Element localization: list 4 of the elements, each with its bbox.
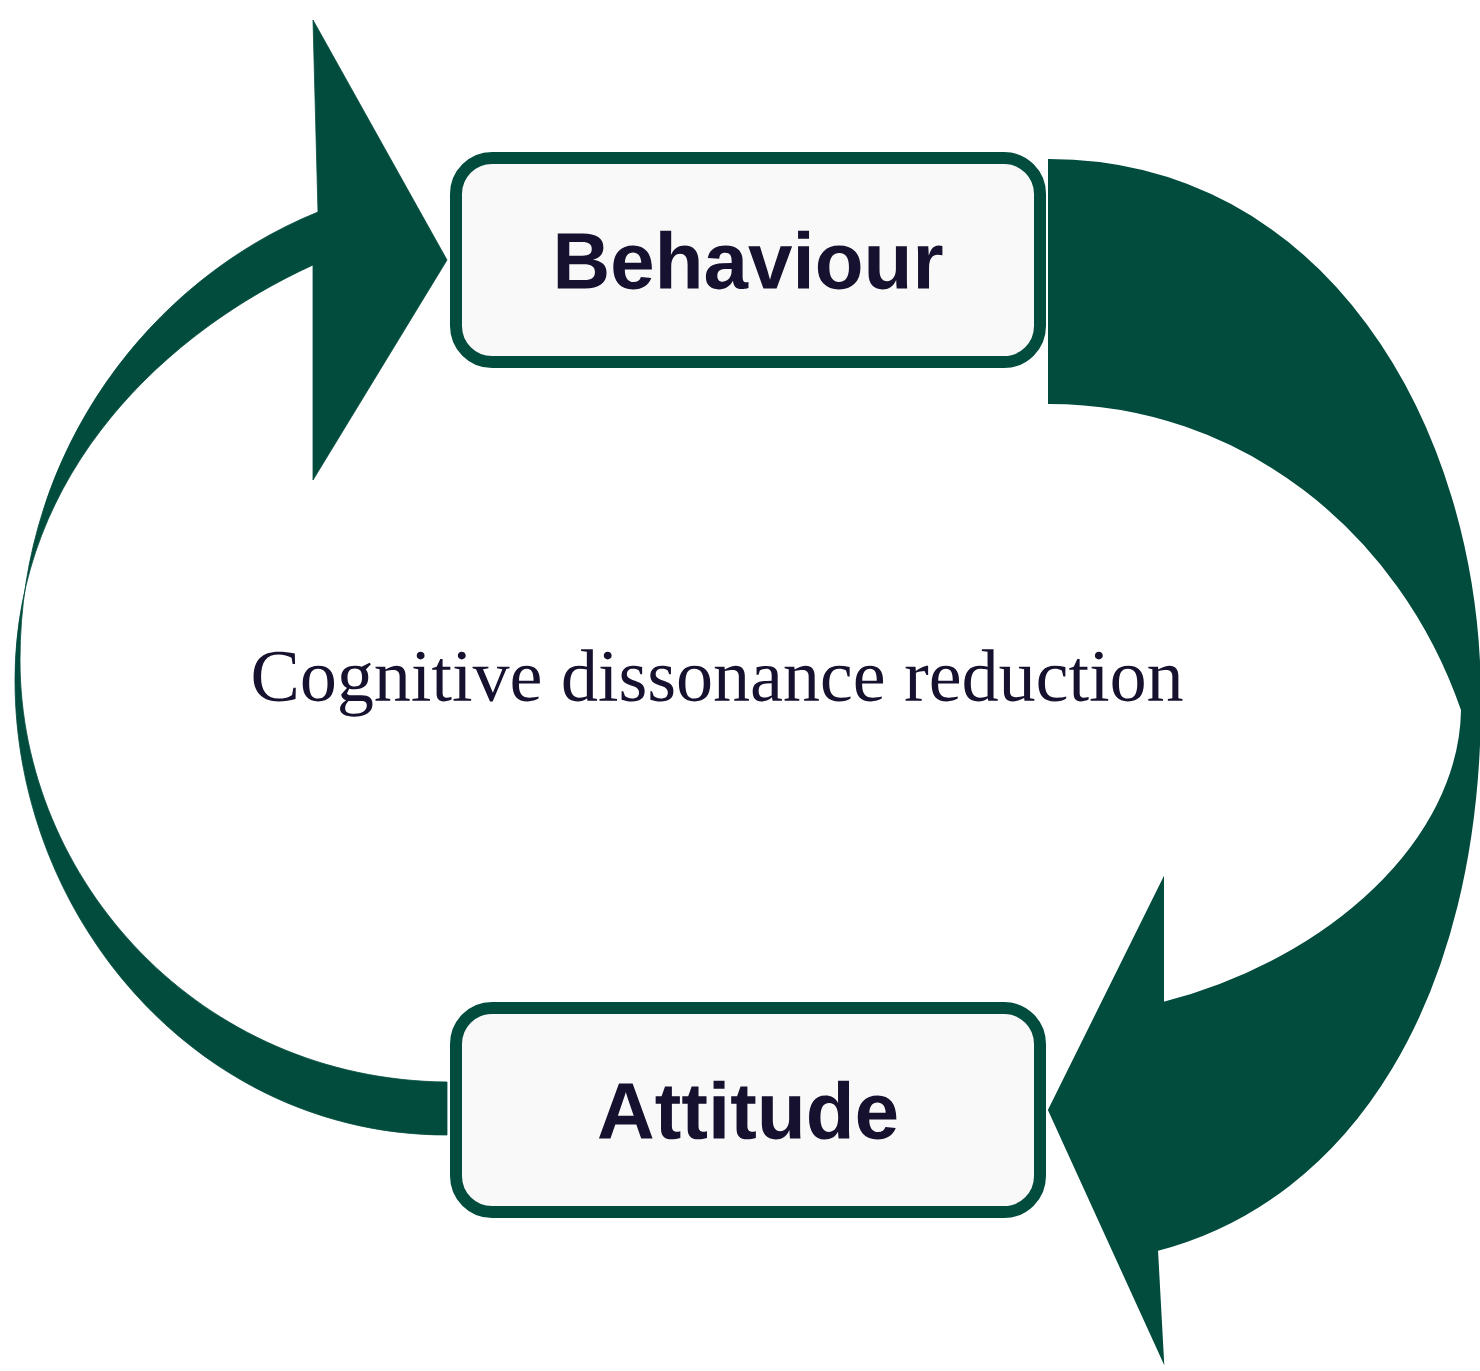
- center-label: Cognitive dissonance reduction: [253, 649, 1183, 717]
- label-box: Attitude: [450, 1002, 1046, 1218]
- curved-arrow: [14, 19, 448, 1136]
- label-box: Behaviour: [450, 152, 1046, 368]
